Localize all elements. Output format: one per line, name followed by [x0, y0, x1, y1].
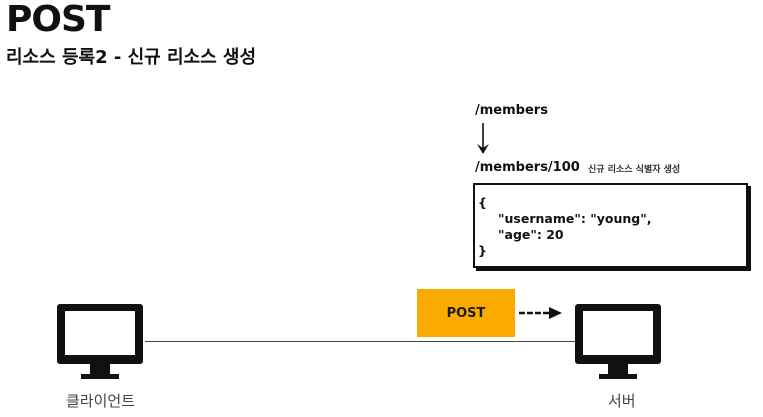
monitor-icon	[57, 304, 143, 379]
json-username-line: "username": "young",	[498, 211, 652, 226]
json-open-brace: {	[478, 195, 487, 210]
server-label: 서버	[608, 392, 636, 410]
down-arrow-icon	[477, 123, 489, 154]
monitor-icon	[575, 304, 661, 379]
json-age-line: "age": 20	[498, 227, 564, 242]
json-payload-box: { "username": "young", "age": 20 }	[473, 183, 748, 268]
right-arrow-icon	[519, 307, 562, 319]
client-label: 클라이언트	[66, 392, 136, 410]
collection-path: /members	[475, 103, 548, 118]
post-method-badge: POST	[417, 289, 515, 337]
page-title: POST	[6, 0, 110, 40]
connection-line	[145, 341, 581, 342]
page-subtitle: 리소스 등록2 - 신규 리소스 생성	[6, 47, 257, 68]
resource-id-note: 신규 리소스 식별자 생성	[588, 165, 681, 175]
json-close-brace: }	[478, 243, 487, 258]
new-resource-path: /members/100	[475, 160, 580, 175]
